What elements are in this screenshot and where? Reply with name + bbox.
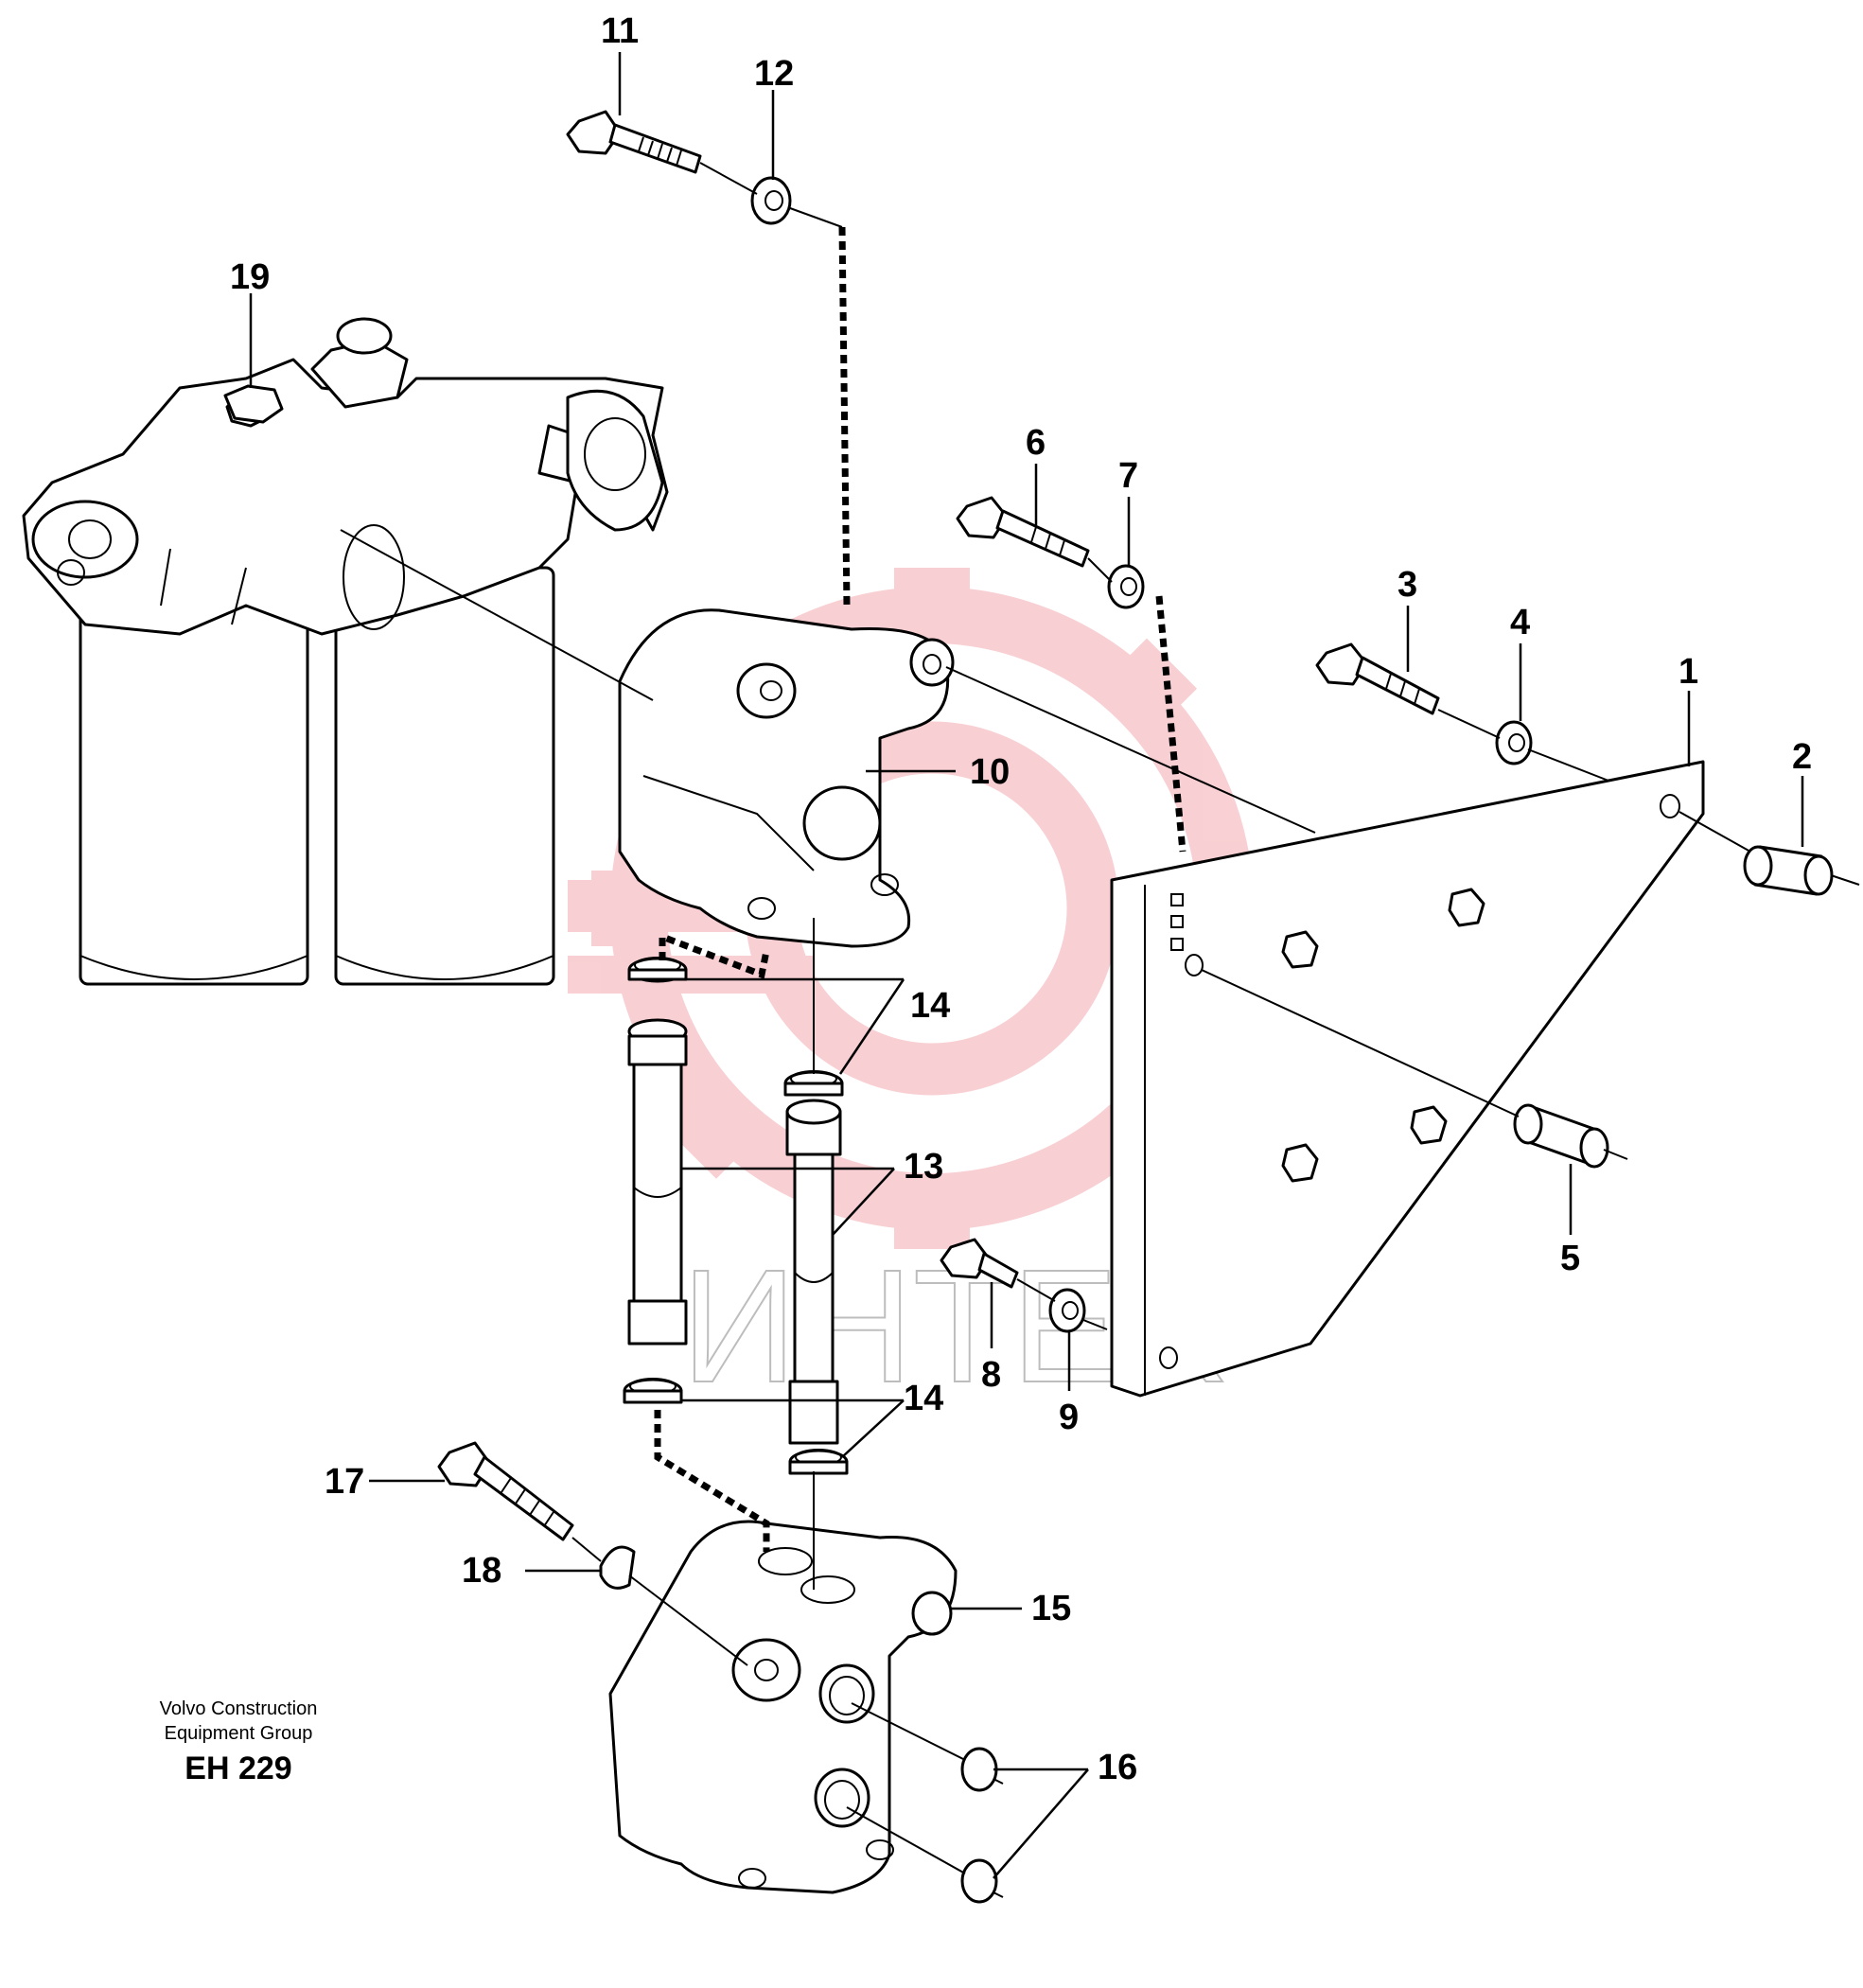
washer-part-18 bbox=[599, 1545, 636, 1590]
footer-company-line2: Equipment Group bbox=[165, 1723, 313, 1744]
mounting-plate bbox=[1110, 760, 1705, 1398]
spacer-part-2 bbox=[1743, 845, 1834, 896]
callout-14-upper: 14 bbox=[910, 986, 950, 1026]
plug-part-19 bbox=[223, 384, 284, 424]
tube-left bbox=[627, 1018, 688, 1346]
seal-ring-lower bbox=[960, 1858, 998, 1904]
washer-part-9 bbox=[1048, 1288, 1086, 1333]
callout-2: 2 bbox=[1792, 737, 1812, 777]
spacer-part-5 bbox=[1513, 1103, 1609, 1169]
filter-housing-assembly bbox=[22, 317, 669, 986]
callout-9: 9 bbox=[1059, 1398, 1079, 1437]
callout-17: 17 bbox=[325, 1462, 364, 1502]
washer-part-4 bbox=[1495, 720, 1533, 765]
bolt-part-11 bbox=[566, 110, 702, 174]
callout-14-lower: 14 bbox=[904, 1379, 943, 1418]
footer-drawing-code: EH 229 bbox=[185, 1750, 291, 1786]
washer-part-12 bbox=[750, 176, 792, 225]
bolt-part-6 bbox=[956, 496, 1090, 568]
callout-8: 8 bbox=[981, 1355, 1001, 1395]
upper-filter-bracket bbox=[618, 608, 955, 948]
bolt-part-3 bbox=[1315, 642, 1440, 715]
callout-6: 6 bbox=[1026, 423, 1046, 463]
o-ring-upper-right bbox=[783, 1070, 844, 1097]
callout-5: 5 bbox=[1560, 1239, 1580, 1278]
callout-10: 10 bbox=[970, 752, 1010, 792]
callout-3: 3 bbox=[1397, 565, 1417, 605]
callout-11: 11 bbox=[601, 11, 639, 51]
o-ring-lower-right bbox=[788, 1449, 849, 1475]
footer-company-line1: Volvo Construction bbox=[160, 1698, 318, 1719]
tube-right bbox=[785, 1099, 842, 1445]
callout-leaders bbox=[249, 52, 1804, 1879]
callout-7: 7 bbox=[1118, 456, 1138, 496]
callout-labels: 11 12 19 6 7 3 4 1 2 10 14 13 5 8 9 14 1… bbox=[230, 11, 1812, 1787]
callout-19: 19 bbox=[230, 257, 270, 297]
bolt-part-17 bbox=[437, 1441, 574, 1541]
callout-16: 16 bbox=[1098, 1748, 1137, 1787]
o-ring-lower-left bbox=[623, 1378, 683, 1404]
lower-filter-bracket bbox=[608, 1520, 958, 1894]
o-ring-upper-left bbox=[627, 957, 688, 983]
callout-1: 1 bbox=[1678, 652, 1698, 692]
callout-12: 12 bbox=[754, 54, 794, 94]
dashed-assembly-paths bbox=[654, 226, 1186, 1552]
bolt-part-8 bbox=[940, 1238, 1019, 1289]
callout-4: 4 bbox=[1510, 603, 1530, 642]
callout-13: 13 bbox=[904, 1147, 943, 1187]
washer-part-7 bbox=[1107, 564, 1145, 609]
callout-15: 15 bbox=[1031, 1589, 1071, 1628]
assembly-lines bbox=[340, 162, 1860, 1898]
seal-ring-upper bbox=[960, 1747, 998, 1792]
callout-18: 18 bbox=[462, 1551, 501, 1591]
footer-block: Volvo Construction Equipment Group EH 22… bbox=[160, 1698, 318, 1786]
